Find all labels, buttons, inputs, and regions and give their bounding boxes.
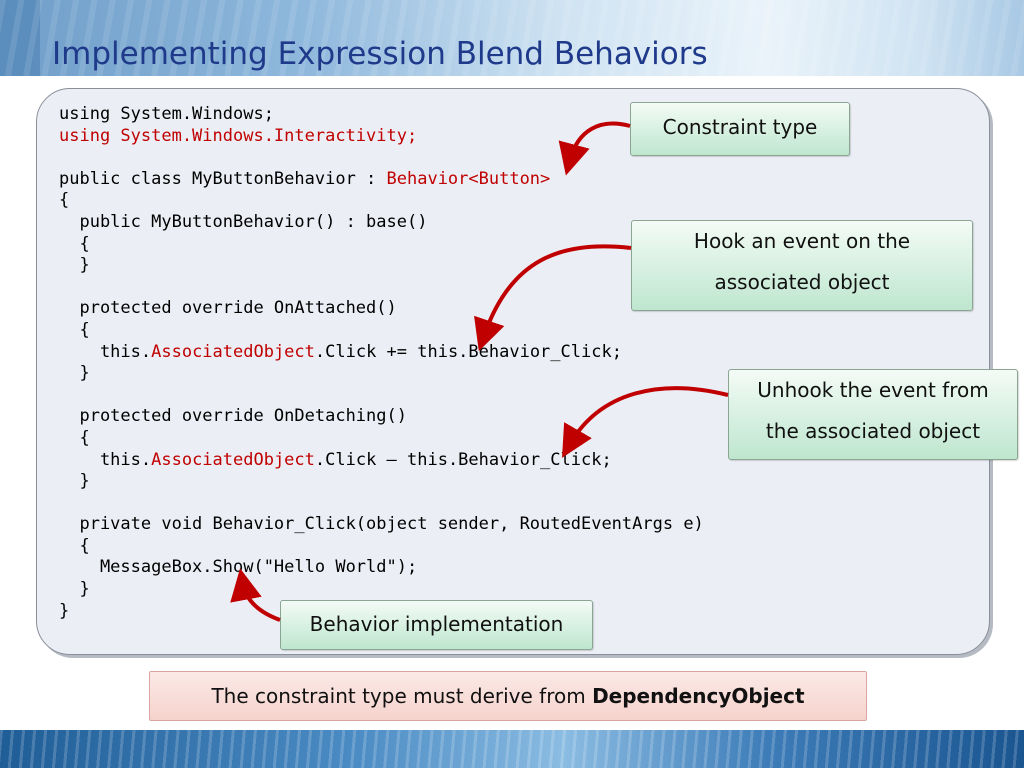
code-text: public MyButtonBehavior() : base() xyxy=(59,211,428,232)
callout-hook-event: Hook an event on the associated object xyxy=(631,220,973,311)
dependency-note-text: The constraint type must derive from xyxy=(211,684,593,708)
code-text: MessageBox.Show("Hello World"); xyxy=(59,557,418,578)
code-text: { xyxy=(59,535,90,556)
callout-hook-line1: Hook an event on the xyxy=(693,229,911,253)
code-line: private void Behavior_Click(object sende… xyxy=(59,514,704,535)
code-line: } xyxy=(59,601,69,621)
code-line: using System.Windows.Interactivity; xyxy=(59,126,417,146)
code-line: public MyButtonBehavior() : base() xyxy=(59,212,427,232)
code-text: private void Behavior_Click(object sende… xyxy=(59,514,704,535)
code-line: } xyxy=(59,471,90,492)
code-keyword-highlight: AssociatedObject xyxy=(151,449,315,470)
code-line: using System.Windows; xyxy=(59,104,274,124)
code-text: .Click += this.Behavior_Click; xyxy=(314,341,622,362)
dependency-note-bold: DependencyObject xyxy=(592,684,805,708)
code-text: this. xyxy=(59,341,152,362)
callout-behavior-implementation-label: Behavior implementation xyxy=(309,612,564,636)
code-line: { xyxy=(59,233,90,254)
code-text: { xyxy=(59,319,90,340)
code-text: } xyxy=(59,363,90,384)
callout-hook-line2: associated object xyxy=(714,270,890,294)
code-line: this.AssociatedObject.Click – this.Behav… xyxy=(59,450,612,470)
code-line: this.AssociatedObject.Click += this.Beha… xyxy=(59,342,622,362)
code-line: MessageBox.Show("Hello World"); xyxy=(59,557,417,577)
header-banner-accent xyxy=(0,0,40,78)
code-block: using System.Windows; using System.Windo… xyxy=(59,104,704,622)
code-line: { xyxy=(59,427,90,448)
code-text: .Click – this.Behavior_Click; xyxy=(314,449,612,470)
code-text: { xyxy=(59,427,90,448)
code-line: protected override OnAttached() xyxy=(59,298,397,319)
code-text: } xyxy=(59,600,70,621)
code-text: } xyxy=(59,471,90,492)
code-line: } xyxy=(59,579,90,600)
slide-title: Implementing Expression Blend Behaviors xyxy=(52,36,708,72)
code-text: protected override OnDetaching() xyxy=(59,406,407,427)
header-banner xyxy=(0,0,1024,78)
header-divider xyxy=(0,76,1024,78)
code-text: this. xyxy=(59,449,152,470)
code-line: protected override OnDetaching() xyxy=(59,406,407,426)
callout-unhook-event: Unhook the event from the associated obj… xyxy=(728,369,1018,460)
code-line: { xyxy=(59,535,90,556)
code-line: public class MyButtonBehavior : Behavior… xyxy=(59,169,550,189)
code-text: using System.Windows; xyxy=(59,104,274,124)
code-line: } xyxy=(59,255,90,276)
dependency-note: The constraint type must derive from Dep… xyxy=(149,671,867,721)
code-keyword-highlight: using System.Windows.Interactivity; xyxy=(59,125,418,146)
callout-constraint-type: Constraint type xyxy=(630,102,850,156)
callout-constraint-type-label: Constraint type xyxy=(662,115,818,139)
callout-unhook-line1: Unhook the event from xyxy=(757,378,989,402)
code-text: public class MyButtonBehavior : xyxy=(59,168,387,189)
code-keyword-highlight: Behavior<Button> xyxy=(386,168,551,189)
code-line: { xyxy=(59,319,90,340)
code-text: { xyxy=(59,190,70,211)
code-text: { xyxy=(59,233,90,254)
code-text: } xyxy=(59,255,90,276)
code-keyword-highlight: AssociatedObject xyxy=(151,341,315,362)
code-text: } xyxy=(59,579,90,600)
code-text: protected override OnAttached() xyxy=(59,298,397,319)
callout-behavior-implementation: Behavior implementation xyxy=(280,600,593,650)
callout-unhook-line2: the associated object xyxy=(765,419,981,443)
footer-banner xyxy=(0,730,1024,768)
code-line: } xyxy=(59,363,90,384)
code-line: { xyxy=(59,190,69,210)
